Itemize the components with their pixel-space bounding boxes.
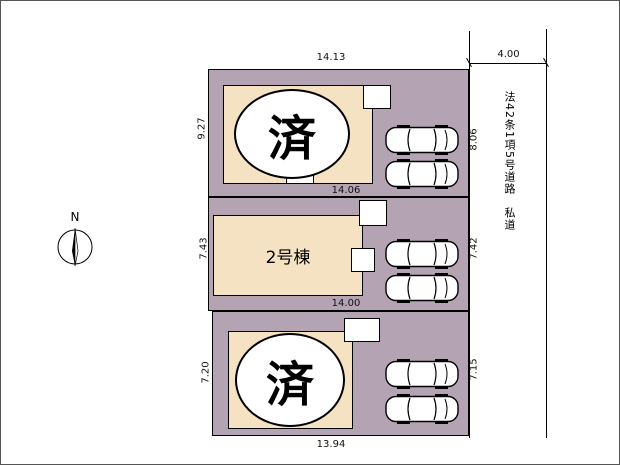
parcel-3-right-dimension: 7.15 — [468, 358, 480, 381]
parcel-1-top-dimension: 14.13 — [316, 52, 346, 63]
compass-icon: N — [57, 210, 93, 267]
parcel-2-building-notch — [351, 248, 375, 272]
parcel-3-top-dimension: 14.00 — [331, 298, 361, 309]
parcel-2-right-dimension: 7.42 — [468, 237, 480, 260]
parcel-1-left-dimension: 9.27 — [196, 117, 208, 140]
parcel-2-building — [213, 215, 363, 296]
road-edge-line-right — [546, 29, 547, 438]
road-width-dimension-line — [469, 63, 546, 64]
compass: N — [53, 209, 97, 275]
parcel-2-top-dimension: 14.06 — [331, 185, 361, 196]
parcel-3-left-dimension: 7.20 — [200, 361, 212, 384]
car-icon — [385, 273, 459, 303]
parcel-3-building-notch — [344, 318, 380, 342]
car-icon — [385, 239, 459, 269]
parcel-2-building-notch — [359, 200, 387, 226]
car-icon — [385, 394, 459, 424]
compass-north-label: N — [71, 210, 80, 224]
road-edge-line-left — [469, 31, 470, 438]
car-icon — [385, 359, 459, 389]
parcel-2-left-dimension: 7.43 — [198, 237, 210, 260]
car-icon — [385, 159, 459, 189]
parcel-1-right-dimension: 8.06 — [468, 128, 480, 151]
parcel-1-building-notch — [363, 85, 391, 109]
parcel-3-sold-seal: 済 — [235, 333, 345, 427]
parcel-1-sold-seal: 済 — [234, 89, 350, 179]
road-width-dimension: 4.00 — [497, 49, 520, 60]
parcel-3-bottom-dimension: 13.94 — [316, 439, 346, 450]
parcel-2-building-label: 2号棟 — [265, 248, 311, 268]
road-type-label: 法42条1項5号道路 私道 — [503, 91, 516, 231]
car-icon — [385, 125, 459, 155]
